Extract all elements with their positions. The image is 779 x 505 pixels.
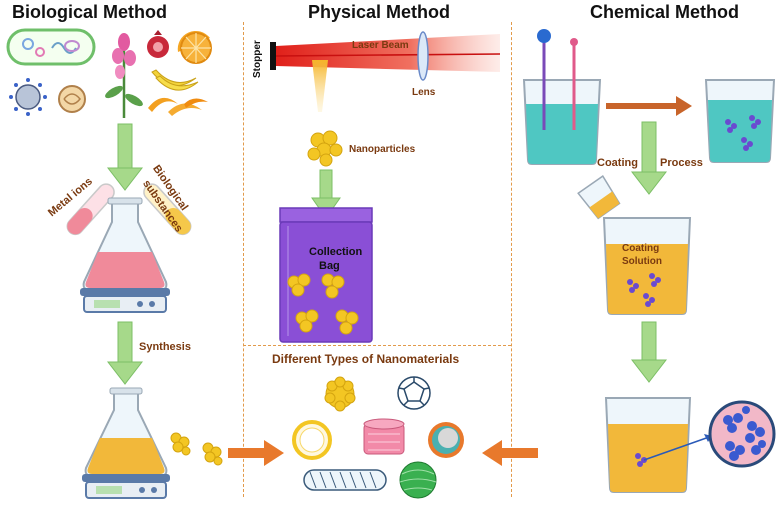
orange-arrow-right [228,440,284,466]
fungus-icon [58,85,86,113]
nanoflower-icon [324,376,356,412]
beaker-coating-solution [602,217,692,315]
nanoparticle-cluster-1 [170,432,191,456]
coating-process-label-1: Coating [597,157,638,169]
stopper-icon [270,42,276,70]
green-arrow-down-2 [106,321,144,385]
lens-icon [417,31,429,81]
green-arrow-down-bag [311,169,341,219]
chemical-method-title: Chemical Method [590,2,740,22]
pouring-cup [577,175,621,220]
nanoparticle-cluster-2 [202,442,223,466]
stopper-label: Stopper [252,40,263,78]
brown-arrow-right [606,96,692,116]
stirrer-hotplate-2 [82,474,170,499]
nanoparticles-label: Nanoparticles [349,144,416,155]
fullerene-icon [397,376,431,410]
pomegranate-icon [147,30,169,58]
bacteria-icon [6,28,96,66]
green-arrow-down-1 [106,123,144,191]
nanomaterials-title: Different Types of Nanomaterials [272,352,460,366]
synthesis-label: Synthesis [139,341,191,353]
orange-peel-icon [148,97,208,116]
laser-beam [276,34,500,72]
green-arrow-down-chem-2 [630,321,668,383]
biological-substances-tube [143,183,192,236]
microorganisms-group [6,28,284,499]
metal-ions-tube [66,183,115,236]
nanosphere-icon [399,461,437,499]
banana-icon [151,69,199,91]
zoom-pointer [643,435,713,461]
plasma-cone [312,60,328,112]
divider-right [511,22,512,497]
coating-process-label-2: Process [660,157,703,169]
divider-nanomaterials [243,345,511,346]
beaker-particles [704,79,776,163]
liposome-icon [292,420,332,460]
laser-beam-line [275,53,501,57]
core-shell-icon [428,422,464,458]
stirrer-hotplate-1 [80,288,170,313]
nanotube-bundle-icon [363,418,405,455]
virus-icon [9,78,47,116]
collection-bag-label-1: Collection [309,246,363,258]
beaker-electrodes [522,29,602,165]
coating-solution-label-1: Coating [622,243,660,254]
nanoparticles-icon [307,130,343,167]
beaker-coated-particles [604,397,692,493]
plant-icon [105,33,143,118]
zoomed-coated-particles [708,400,776,468]
collection-bag [279,207,373,343]
divider-left [243,22,244,497]
physical-method-title: Physical Method [308,2,451,22]
coating-solution-label-2: Solution [622,256,662,267]
green-arrow-down-chem-1 [630,121,668,195]
lens-label: Lens [412,87,436,98]
biological-method-title: Biological Method [12,2,167,22]
orange-icon [177,30,212,64]
orange-arrow-left [482,440,538,466]
carbon-nanotube-icon [303,469,387,491]
laser-beam-label: Laser Beam [352,40,409,51]
collection-bag-label-2: Bag [319,260,340,272]
